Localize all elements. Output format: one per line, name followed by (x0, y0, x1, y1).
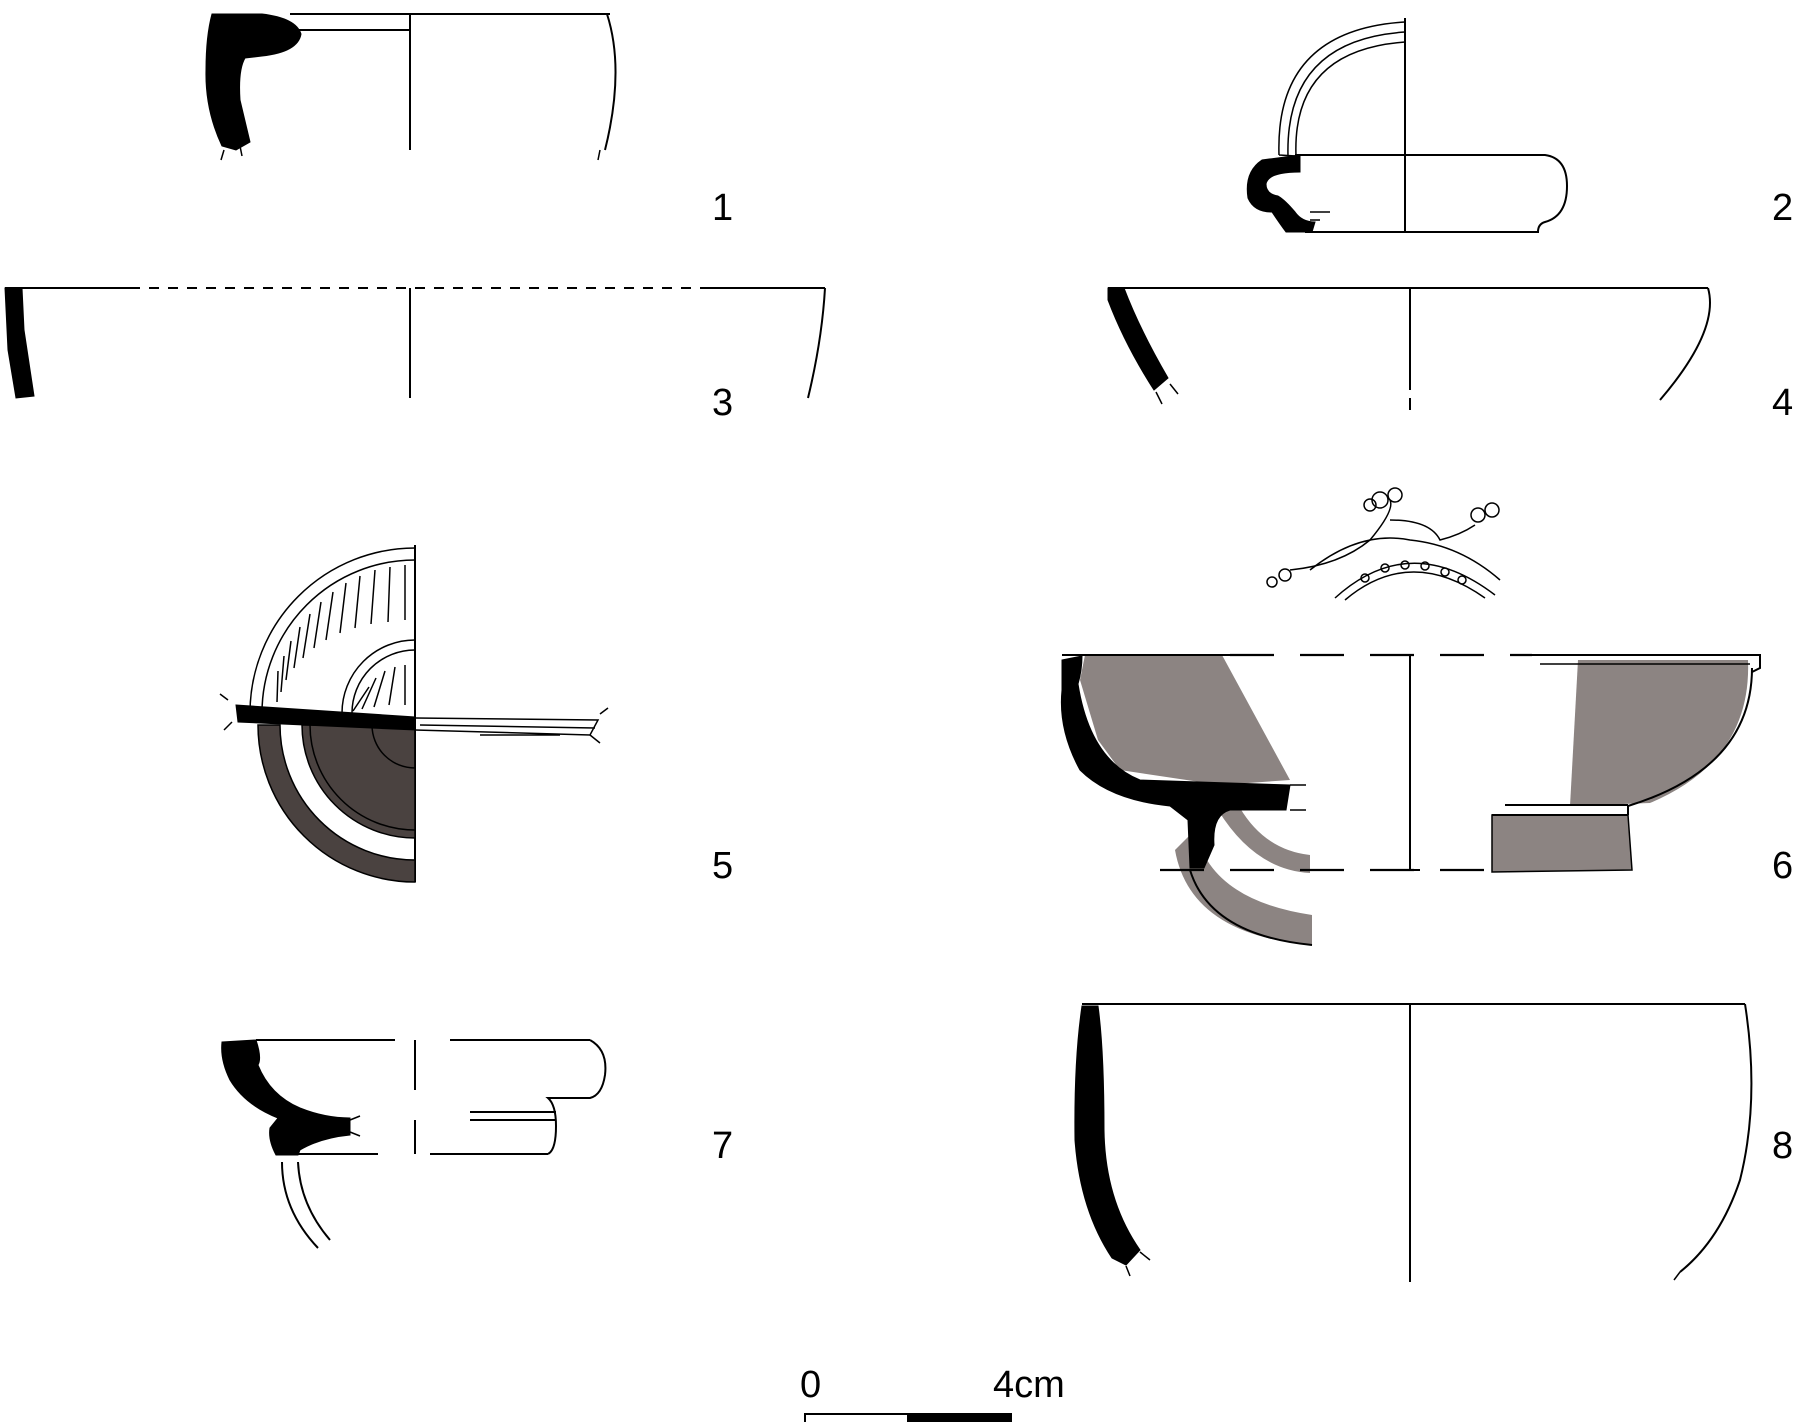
vessel-2-handle (1278, 21, 1406, 157)
vessel-2: 2 (1246, 18, 1793, 233)
vessel-1-profile (604, 13, 617, 151)
vessel-6-decoration-sketch (1266, 487, 1501, 601)
figure-7-label: 7 (712, 1125, 733, 1167)
vessel-2-section (1246, 154, 1316, 233)
scale-bar-white-segment (804, 1413, 909, 1422)
figure-4-label: 4 (1772, 382, 1793, 424)
figure-1-label: 1 (712, 187, 733, 229)
vessel-4: 4 (1107, 287, 1793, 424)
vessel-6-profile (1492, 667, 1753, 816)
vessel-8-profile (1679, 1003, 1753, 1273)
vessel-7-profile (470, 1039, 607, 1155)
vessel-6-slip-left (1080, 655, 1290, 785)
vessel-7: 7 (221, 1039, 733, 1249)
scale-bar-black-segment (907, 1413, 1012, 1422)
vessel-3-profile (807, 287, 826, 399)
vessel-1: 1 (205, 13, 733, 229)
vessel-8: 8 (1074, 1003, 1793, 1282)
vessel-5-stamped-decoration (249, 547, 416, 714)
vessel-8-section (1074, 1005, 1141, 1266)
vessel-4-section (1107, 287, 1169, 391)
vessel-7-section (221, 1039, 351, 1156)
vessel-5: 5 (219, 545, 733, 887)
figure-5-label: 5 (712, 845, 733, 887)
figure-2-label: 2 (1772, 187, 1793, 229)
scale-bar-start-label: 0 (800, 1364, 821, 1406)
figure-6-label: 6 (1772, 845, 1793, 887)
scale-bar-end-label: 4cm (993, 1364, 1065, 1406)
vessel-6: 6 (1060, 487, 1793, 946)
vessel-1-section (205, 13, 302, 151)
vessel-5-palmettes (276, 565, 406, 712)
figure-8-label: 8 (1772, 1125, 1793, 1167)
vessel-3-section (4, 287, 35, 399)
scale-bar: 0 4cm (800, 1364, 1065, 1422)
vessel-3: 3 (4, 287, 826, 424)
vessel-6-section (1060, 655, 1291, 869)
figure-3-label: 3 (712, 382, 733, 424)
vessel-4-profile (1659, 287, 1711, 401)
